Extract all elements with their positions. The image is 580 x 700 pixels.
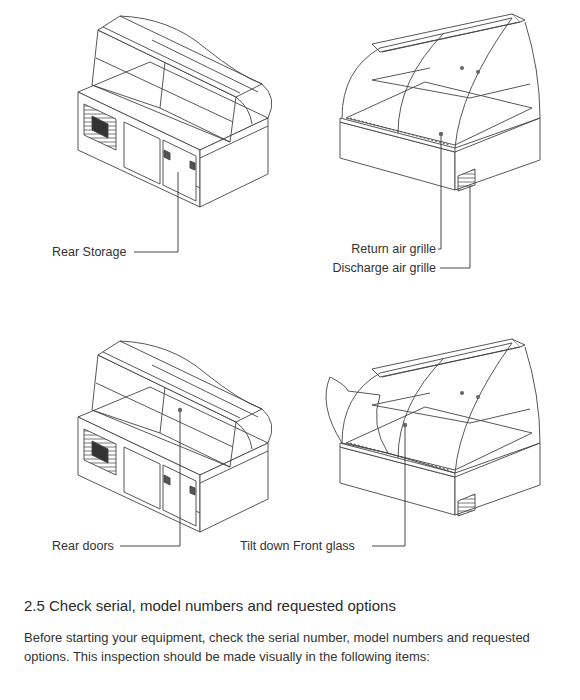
part-label: Return air grille (351, 242, 436, 257)
body-paragraph: Before starting your equipment, check th… (24, 628, 556, 666)
part-label: Tilt down Front glass (240, 539, 355, 554)
drawing-stroke (388, 453, 455, 473)
drawing-stroke (120, 412, 180, 546)
drawing-stroke (438, 136, 441, 249)
drawing-stroke (439, 132, 443, 136)
drawing-stroke (326, 377, 348, 443)
drawing-stroke (342, 391, 388, 453)
drawing-stroke (403, 423, 407, 427)
drawing-stroke (78, 341, 272, 532)
drawing-stroke (78, 16, 272, 207)
grille-view (340, 14, 540, 191)
drawing-stroke (440, 186, 470, 268)
rear-doors-view (78, 341, 272, 532)
part-label: Discharge air grille (332, 261, 436, 276)
part-label: Rear doors (52, 539, 114, 554)
leader-lines (120, 136, 470, 546)
drawing-stroke (340, 14, 540, 191)
front-glass-view (326, 339, 540, 516)
rear-storage-view (78, 16, 272, 207)
part-label: Rear Storage (52, 245, 126, 260)
drawing-stroke (372, 427, 405, 546)
drawing-stroke (340, 339, 540, 516)
drawing-stroke (178, 408, 182, 412)
drawing-stroke (134, 172, 178, 252)
section-heading: 2.5 Check serial, model numbers and requ… (24, 597, 396, 615)
